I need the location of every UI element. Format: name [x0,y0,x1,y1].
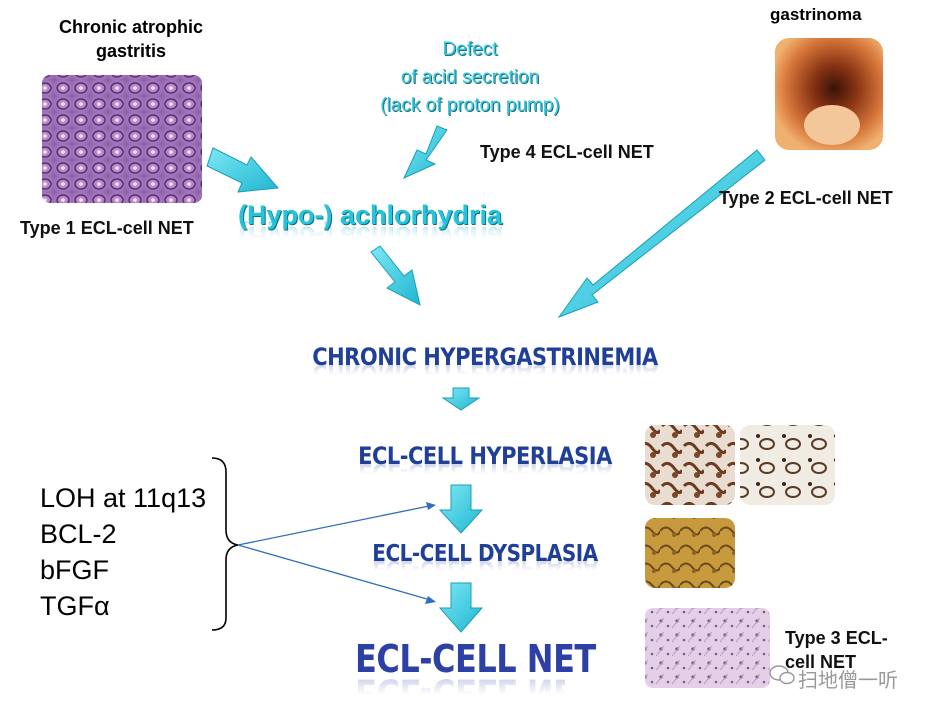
gastrinoma-endoscopy-image [775,38,883,150]
factor-tgfa: TGFα [40,591,110,621]
type3-caption-line1: Type 3 ECL- [785,628,888,648]
type3-caption-line2: cell NET [785,652,857,672]
type3-caption: Type 3 ECL- cell NET [785,626,888,674]
arrow-type1-to-hypo [206,147,280,193]
type1-caption: Type 1 ECL-cell NET [20,218,194,238]
stage-ecl-dysplasia: ECL-CELL DYSPLASIA [372,539,598,567]
stain-image-3 [645,518,735,588]
factor-loh: LOH at 11q13 [40,483,207,513]
defect-label: Defect of acid secretion (lack of proton… [355,36,585,120]
stage-chronic-hypergastrinemia: CHRONIC HYPERGASTRINEMIA [312,343,658,371]
factor-bfgf: bFGF [40,555,110,585]
type1-heading-line2: gastritis [95,41,167,61]
factors-brace [211,457,239,631]
defect-line3: (lack of proton pump) [380,95,560,116]
type2-heading: gastrinoma [770,5,862,24]
thin-arrow-to-dysplasia [237,504,435,546]
stain-image-2 [740,425,835,505]
arrow-chronic-to-hyperplasia [441,387,481,411]
factors-list: LOH at 11q13 BCL-2 bFGF TGFα [40,480,206,624]
defect-line1: Defect [442,39,498,60]
type1-heading: Chronic atrophic gastritis [46,15,216,63]
type2-caption: Type 2 ECL-cell NET [719,188,893,208]
thin-arrow-to-net [237,544,435,602]
type3-histology-image [645,608,770,688]
watermark-text: 扫地僧一听 [798,670,898,692]
arrow-hypo-to-chronic [370,245,421,306]
type1-heading-line1: Chronic atrophic [58,17,203,37]
stain-image-1 [645,425,735,505]
arrow-hyperplasia-to-dysplasia [438,484,484,534]
arrow-defect-to-hypo [402,125,448,180]
wechat-icon [769,665,795,685]
hypo-achlorhydria-label: (Hypo-) achlorhydria [238,200,503,230]
arrow-gastrinoma-to-chronic [557,149,766,319]
arrow-dysplasia-to-net [438,582,484,633]
stage-ecl-hyperplasia: ECL-CELL HYPERLASIA [358,442,612,470]
gastritis-histology-image [42,75,202,203]
type4-caption: Type 4 ECL-cell NET [480,142,654,162]
stage-ecl-net: ECL-CELL NET [355,636,596,682]
defect-line2: of acid secretion [400,67,540,88]
factor-bcl2: BCL-2 [40,519,117,549]
